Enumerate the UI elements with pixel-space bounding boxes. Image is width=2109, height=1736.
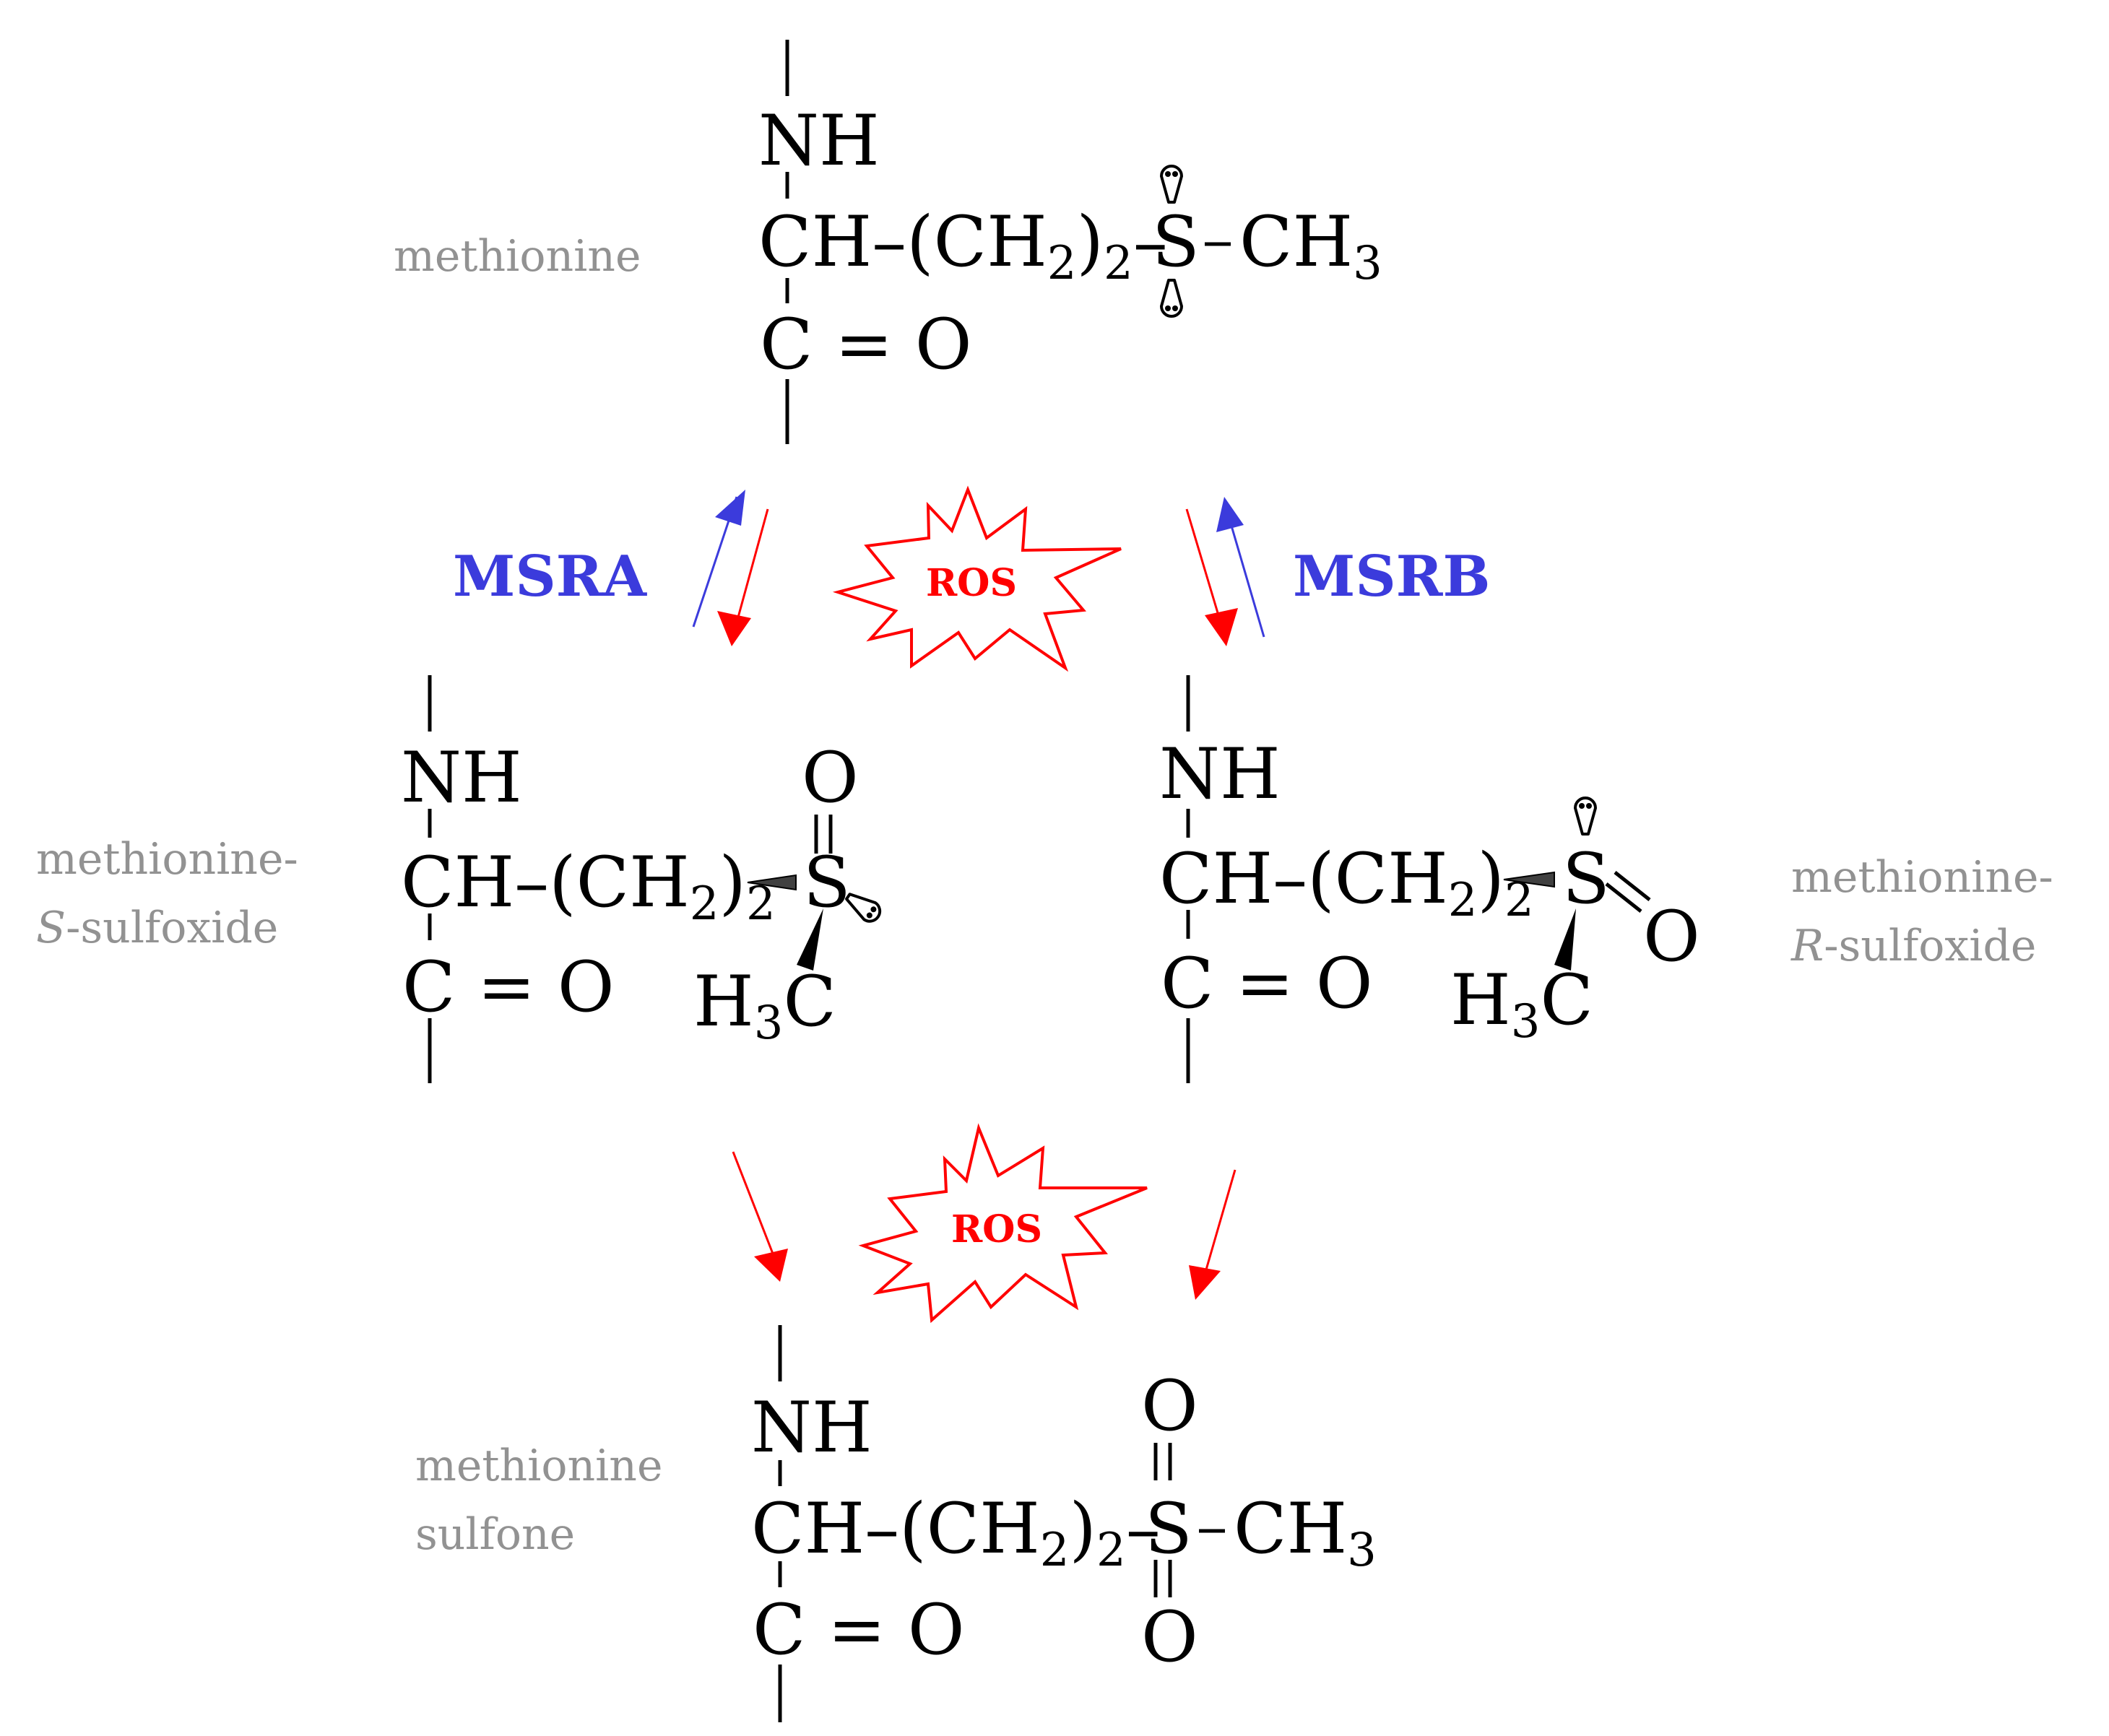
arrow-head xyxy=(715,490,745,526)
starburst-icon xyxy=(858,1123,1148,1324)
alpha-carbon-group: CH–(CH2)2 xyxy=(1159,838,1534,927)
sulfur-atom: S xyxy=(1152,201,1200,282)
amine-group: NH xyxy=(401,737,522,818)
carbonyl-group: C = O xyxy=(760,304,972,385)
methionine-sulfone-structure: NH CH–(CH2)2– S O O CH3 C = O xyxy=(751,1325,1377,1722)
carbonyl-group: C = O xyxy=(753,1589,965,1670)
lone-pair-icon xyxy=(1160,279,1183,318)
arrow-head xyxy=(1189,1265,1221,1300)
alpha-carbon-group: CH–(CH2)2– xyxy=(758,201,1168,290)
sulfur-atom: S xyxy=(1145,1488,1192,1569)
methyl-group: CH3 xyxy=(1234,1488,1377,1577)
carbonyl-group: C = O xyxy=(1161,943,1373,1024)
oxidation-arrow-left xyxy=(735,508,769,623)
oxidation-arrow-left-lower xyxy=(732,1151,774,1254)
arrow-head xyxy=(1216,497,1244,532)
double-bond-so xyxy=(1614,871,1651,901)
methionine-s-sulfoxide-label: methionine-S-sulfoxide xyxy=(36,834,298,953)
methionine-structure: NH CH–(CH2)2– S CH3 C = O xyxy=(758,40,1382,444)
arrow-head xyxy=(717,611,751,646)
wedge-bond xyxy=(1503,871,1555,888)
msrb-arrows xyxy=(1185,497,1265,646)
arrow-head xyxy=(754,1249,788,1282)
ros-label-top: ROS xyxy=(926,561,1017,605)
msrb-enzyme-label: MSRB xyxy=(1293,544,1490,609)
ros-burst-bottom: ROS xyxy=(858,1123,1148,1324)
wedge-bond xyxy=(797,908,823,971)
msra-enzyme-label: MSRA xyxy=(453,544,647,609)
methionine-r-sulfoxide-label: methionine-R-sulfoxide xyxy=(1790,852,2053,971)
oxygen-atom: O xyxy=(802,737,859,818)
alpha-carbon-group: CH–(CH2)2– xyxy=(751,1488,1161,1577)
wedge-bond xyxy=(747,874,797,891)
msra-arrows xyxy=(692,490,769,646)
reduction-arrow-msrb xyxy=(1228,518,1265,638)
methionine-r-sulfoxide-structure: NH CH–(CH2)2 S O H3C C = O xyxy=(1159,675,1700,1083)
arrow-head xyxy=(1205,608,1238,646)
lone-pair-icon xyxy=(1160,165,1183,204)
alpha-carbon-group: CH–(CH2)2 xyxy=(401,842,776,931)
amine-group: NH xyxy=(751,1387,872,1468)
amine-group: NH xyxy=(1159,734,1281,815)
double-bond-so xyxy=(1605,882,1642,913)
oxidation-arrow-right-lower xyxy=(1203,1169,1237,1275)
methionine-label: methionine xyxy=(394,231,641,282)
oxygen-atom: O xyxy=(1643,896,1700,977)
ros-burst-top: ROS xyxy=(832,485,1122,672)
methyl-group: H3C xyxy=(1450,960,1593,1049)
sulfone-oxidation-arrows xyxy=(732,1151,1237,1300)
carbonyl-group: C = O xyxy=(402,947,615,1028)
ros-label-bottom: ROS xyxy=(951,1207,1042,1251)
starburst-icon xyxy=(832,485,1122,672)
methyl-group: H3C xyxy=(693,961,836,1050)
methyl-group: CH3 xyxy=(1239,201,1382,290)
lone-pair-icon xyxy=(1574,797,1597,836)
amine-group: NH xyxy=(758,100,880,181)
wedge-bond xyxy=(1554,908,1576,971)
oxygen-atom: O xyxy=(1141,1597,1198,1678)
sulfur-atom: S xyxy=(1562,838,1610,919)
oxidation-arrow-right xyxy=(1185,508,1222,623)
oxygen-atom: O xyxy=(1141,1366,1198,1446)
methionine-s-sulfoxide-structure: NH CH–(CH2)2 S O H3C C = O xyxy=(401,675,885,1083)
sulfur-atom: S xyxy=(803,842,851,923)
